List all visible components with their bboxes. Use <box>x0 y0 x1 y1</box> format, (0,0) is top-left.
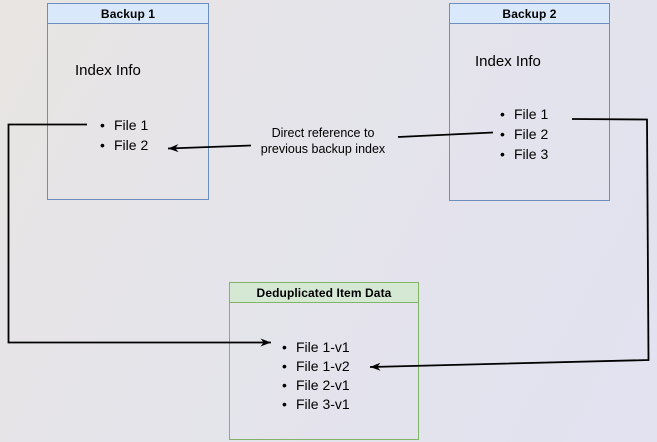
node-backup2-title: Backup 2 <box>450 4 609 24</box>
direct-reference-edge-label: Direct reference to previous backup inde… <box>227 126 419 157</box>
edge-label-line1: Direct reference to <box>271 126 375 140</box>
edge-label-line2: previous backup index <box>260 141 386 156</box>
list-item: File 1-v1 <box>281 338 350 357</box>
node-backup1: Backup 1 <box>47 3 209 200</box>
backup1-file-list: File 1 File 2 <box>99 115 148 155</box>
list-item: File 2-v1 <box>281 376 350 395</box>
list-item: File 2 <box>99 135 148 155</box>
node-backup2: Backup 2 <box>449 3 610 201</box>
list-item: File 1 <box>499 104 548 124</box>
list-item: File 3 <box>499 144 548 164</box>
backup2-file-list: File 1 File 2 File 3 <box>499 104 548 164</box>
list-item: File 1-v2 <box>281 357 350 376</box>
backup2-index-info-label: Index Info <box>475 53 541 70</box>
backup1-index-info-label: Index Info <box>75 62 141 79</box>
list-item: File 1 <box>99 115 148 135</box>
node-backup1-title: Backup 1 <box>48 4 208 24</box>
list-item: File 3-v1 <box>281 395 350 414</box>
node-dedup-title: Deduplicated Item Data <box>230 283 418 303</box>
list-item: File 2 <box>499 124 548 144</box>
dedup-file-list: File 1-v1 File 1-v2 File 2-v1 File 3-v1 <box>281 338 350 414</box>
